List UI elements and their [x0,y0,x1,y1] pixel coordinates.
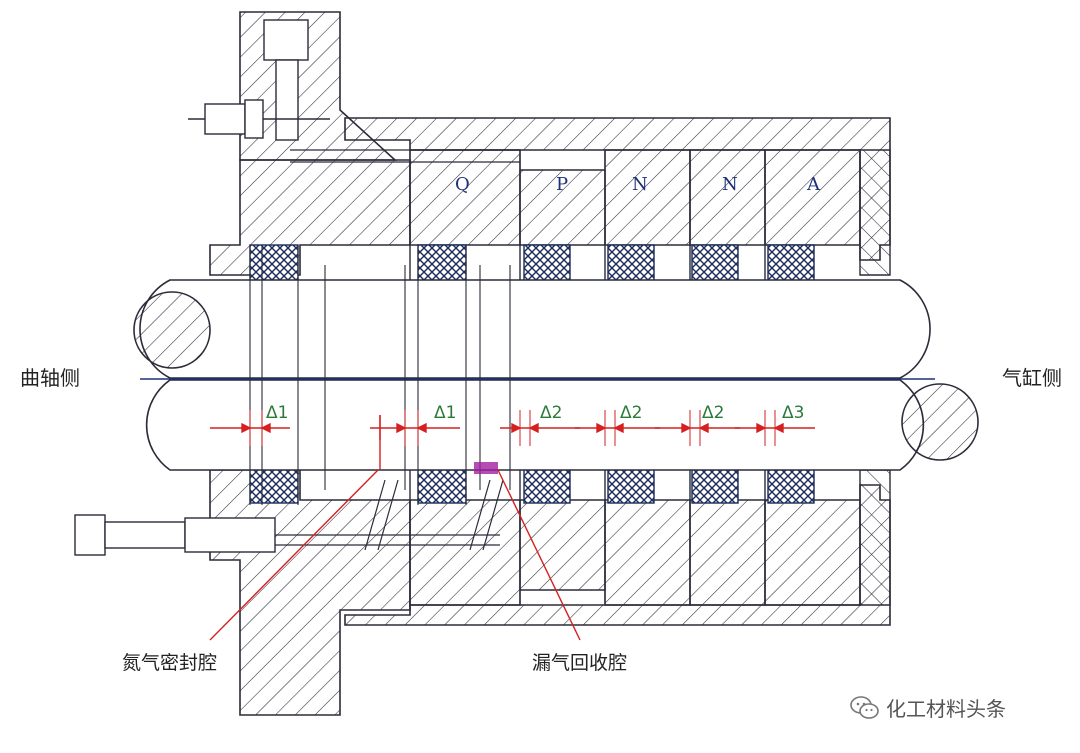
gap-labels: Δ1 Δ1 Δ2 Δ2 Δ2 Δ3 [266,403,804,423]
leak-recovery-label: 漏气回收腔 [532,652,628,674]
chamber-label: N [722,174,738,195]
gap-arrows [210,410,815,446]
seal-rings [249,244,815,504]
gap-label: Δ1 [434,403,456,423]
watermark-text: 化工材料头条 [886,697,1006,721]
packing-cups-lower [409,499,861,606]
gap-label: Δ2 [540,403,562,423]
right-side-label: 气缸侧 [1002,366,1062,390]
chamber-label: Q [455,174,470,195]
vent-passages [364,479,504,551]
leak-marker [474,462,498,474]
gas-passage [290,149,520,163]
gap-label: Δ1 [266,403,288,423]
chamber-labels: Q P N N A [455,174,821,195]
lower-fitting [74,514,500,556]
ring-guides [249,245,511,505]
nitrogen-chamber-label: 氮气密封腔 [122,652,218,674]
gap-label: Δ2 [702,403,724,423]
upper-fitting [188,99,330,139]
packing-cups-upper [409,149,861,246]
chamber-label: N [632,174,648,195]
left-side-label: 曲轴侧 [20,366,80,390]
callout-leaders [209,415,581,641]
gap-label: Δ2 [620,403,642,423]
wechat-icon [850,695,879,719]
watermark: 化工材料头条 [850,693,1006,722]
gap-label: Δ3 [782,403,804,423]
chamber-label: A [806,174,821,195]
piston-rod [133,279,979,471]
chamber-label: P [556,174,568,195]
